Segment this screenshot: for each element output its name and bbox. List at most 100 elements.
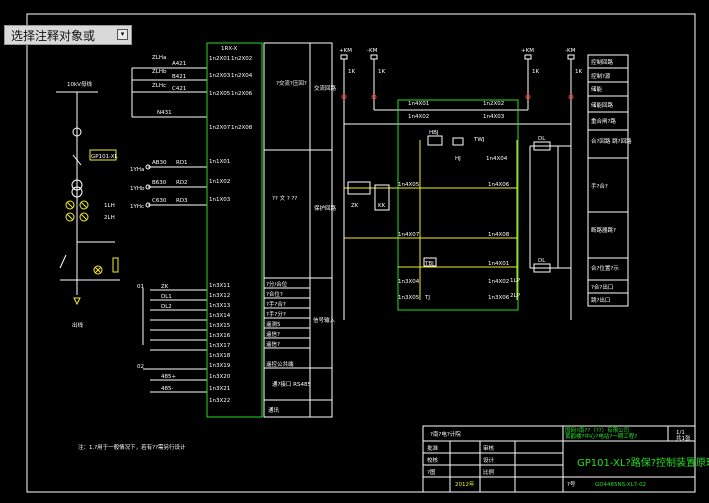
ctrl-zk: ZK — [161, 284, 169, 290]
svg-text:跳?出口: 跳?出口 — [591, 296, 610, 304]
drawing-frame — [26, 13, 696, 493]
ab-wire-1: AB30 — [152, 160, 167, 166]
role-draw: ?图 — [427, 468, 436, 476]
company-name: 国网?南??（??）有限公司 — [565, 426, 629, 434]
svg-text:2LP: 2LP — [510, 293, 521, 299]
center-row-3: ?手?分? — [266, 310, 286, 318]
selection-prompt-text: 选择注释对象或 — [11, 28, 96, 43]
sheet-no-label: ?号 — [567, 481, 576, 488]
right-legend-table: 控制回路 控制?源 储能 储能回路 重合闸?路 合?回路 跳?回路 手?合? 断… — [587, 54, 632, 307]
device-label-box[interactable] — [89, 149, 117, 161]
svg-text:1n3X13: 1n3X13 — [209, 303, 231, 309]
scale-label: 比例 — [483, 468, 495, 476]
drawing-date: 2012年 — [455, 480, 475, 488]
svg-text:DL: DL — [538, 136, 546, 142]
svg-text:HBJ: HBJ — [429, 130, 439, 136]
signal-inputs: 01 ZK DL1 DL2 02 485+ 485- — [137, 284, 207, 393]
lh2-label: 2LH — [104, 215, 115, 221]
wire-label-a421: A421 — [172, 61, 186, 67]
center-side-label: 信号输入 — [313, 316, 336, 324]
svg-text:1n4X01: 1n4X01 — [488, 261, 509, 267]
svg-text:1n2X04: 1n2X04 — [231, 73, 253, 79]
center-row-0: ?分/合位 — [266, 280, 288, 288]
km-label-4: -KM — [565, 48, 576, 54]
svg-text:1n1X02: 1n1X02 — [209, 179, 230, 185]
svg-text:断路器跳?: 断路器跳? — [591, 226, 616, 234]
svg-text:储能回路: 储能回路 — [591, 101, 614, 109]
center-col1-top: ?交流?压回? — [276, 79, 307, 87]
svg-text:1n4X03: 1n4X03 — [483, 114, 505, 120]
svg-text:1K: 1K — [575, 69, 582, 75]
svg-text:1n3X05: 1n3X05 — [398, 295, 420, 301]
svg-text:储能: 储能 — [591, 85, 603, 93]
svg-text:ZLHc: ZLHc — [152, 83, 166, 89]
svg-text:1n1X01: 1n1X01 — [209, 159, 230, 165]
ct-wires: 1YHa 1YHb 1YHc AB30 B630 C630 RD1 RD2 RD… — [130, 160, 207, 210]
svg-text:ZLHb: ZLHb — [152, 69, 167, 75]
design-unit: ?南?电?计院 — [430, 430, 461, 438]
expand-icon[interactable]: ▾ — [117, 29, 128, 40]
rd-wire-2: RD2 — [176, 180, 188, 186]
svg-text:1n4X08: 1n4X08 — [488, 232, 510, 238]
svg-text:1n4X01: 1n4X01 — [408, 101, 429, 107]
km-label-3: +KM — [521, 48, 534, 54]
svg-text:1n2X05: 1n2X05 — [209, 91, 231, 97]
svg-text:1n3X19: 1n3X19 — [209, 363, 231, 369]
svg-text:1n3X16: 1n3X16 — [209, 333, 231, 339]
km-label-2: -KM — [367, 48, 378, 54]
phase-label-c: 1YHc — [130, 204, 144, 210]
svg-text:1n3X20: 1n3X20 — [209, 374, 231, 380]
center-row-2: ?手?合? — [266, 300, 286, 308]
svg-text:DL: DL — [538, 258, 546, 264]
terminal-strip-header: 1RX-X — [221, 46, 238, 52]
km-label-1: +KM — [339, 48, 352, 54]
svg-text:1n2X02: 1n2X02 — [231, 56, 252, 62]
svg-text:1n3X17: 1n3X17 — [209, 343, 231, 349]
center-col2-top: 交流回路 — [314, 84, 337, 92]
wire-label-n431: N431 — [157, 110, 172, 116]
svg-text:HJ: HJ — [455, 156, 461, 162]
svg-text:KK: KK — [378, 203, 386, 209]
role-review: 校核 — [427, 456, 439, 464]
svg-text:ZLHa: ZLHa — [152, 55, 166, 61]
svg-text:1n4X02: 1n4X02 — [408, 114, 429, 120]
control-module-box[interactable] — [397, 99, 519, 311]
annotation-selection-prompt[interactable]: 选择注释对象或 ▾ — [4, 25, 132, 45]
center-row-5: 遥信? — [266, 330, 280, 338]
svg-text:1n4X02: 1n4X02 — [488, 279, 509, 285]
svg-text:1K: 1K — [378, 69, 385, 75]
ab-wire-2: B630 — [152, 180, 167, 186]
svg-text:1n1X03: 1n1X03 — [209, 197, 231, 203]
svg-text:1n4X04: 1n4X04 — [486, 156, 508, 162]
rd-wire-1: RD1 — [176, 160, 188, 166]
svg-text:1n4X06: 1n4X06 — [488, 182, 510, 188]
device-label: GP101-XL — [91, 154, 119, 160]
drawing-title: GP101-XL?路保?控制装置原理? — [577, 456, 709, 469]
center-row-1: ?合位? — [266, 290, 283, 298]
ground-label: 出线 — [72, 321, 84, 329]
svg-text:1n3X04: 1n3X04 — [398, 279, 420, 285]
title-block: ?南?电?计院 国网?南??（??）有限公司 黄鹤楼?中心?电站?一期工程? 1… — [422, 425, 709, 493]
svg-text:1n2X07: 1n2X07 — [209, 125, 231, 131]
svg-text:1n2X08: 1n2X08 — [231, 125, 253, 131]
svg-text:ZK: ZK — [351, 203, 359, 209]
svg-text:1n2X06: 1n2X06 — [231, 91, 253, 97]
role-check: 审核 — [483, 444, 495, 452]
svg-text:TWJ: TWJ — [473, 137, 485, 143]
svg-text:1n3X12: 1n3X12 — [209, 293, 230, 299]
rd-wire-3: RD3 — [176, 198, 188, 204]
center-row-6: 遥信? — [266, 340, 280, 348]
wire-label-b421: B421 — [172, 74, 186, 80]
svg-text:重合闸?路: 重合闸?路 — [591, 117, 616, 125]
terminal-strip: 1RX-X 1n2X01 1n2X02 1n2X03 1n2X04 1n2X05… — [206, 42, 263, 418]
svg-text:1K: 1K — [532, 69, 539, 75]
svg-text:1n3X18: 1n3X18 — [209, 353, 231, 359]
ctrl-485p: 485+ — [161, 374, 176, 380]
phase-label-a: 1YHa — [130, 167, 144, 173]
wire-label-c421: C421 — [172, 86, 186, 92]
ctrl-dl1: DL1 — [161, 294, 172, 300]
phase-label-b: 1YHb — [130, 186, 145, 192]
svg-text:TBJ: TBJ — [424, 261, 434, 267]
